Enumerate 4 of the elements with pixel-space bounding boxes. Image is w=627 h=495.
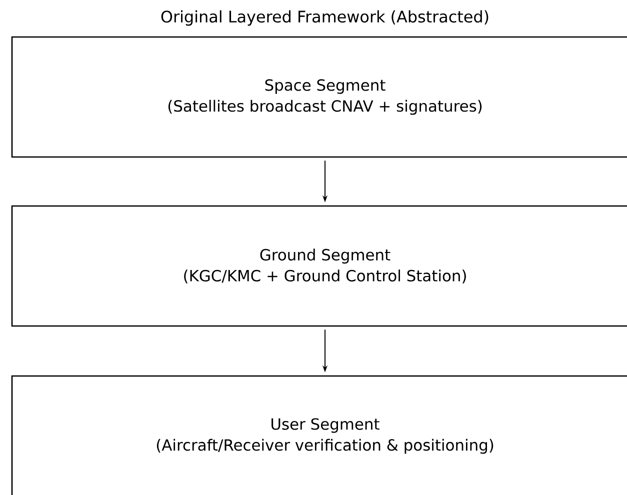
segment-box: User Segment (Aircraft/Receiver verification & positioning) xyxy=(11,375,627,495)
segment-box: Ground Segment (KGC/KMC + Ground Control Station) xyxy=(11,205,627,327)
title: Original Layered Framework (Abstracted) xyxy=(161,10,488,26)
segment-box: Space Segment (Satellites broadcast CNAV + signatures) xyxy=(11,36,627,158)
